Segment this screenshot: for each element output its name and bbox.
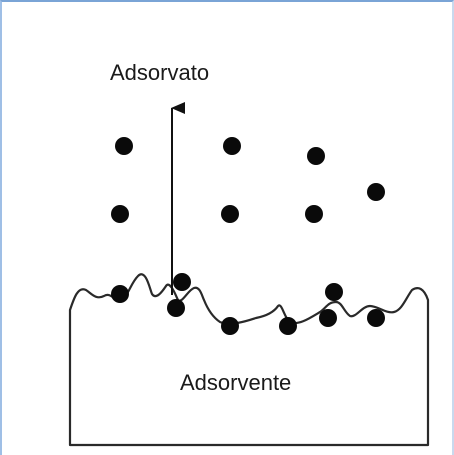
adsorbate-molecule [307,147,325,165]
adsorbed-molecule [279,317,297,335]
adsorbed-molecule [173,273,191,291]
adsorbate-molecule [115,137,133,155]
adsorbed-molecule [319,309,337,327]
adsorbate-molecule [305,205,323,223]
adsorbate-label: Adsorvato [110,60,209,85]
adsorbed-molecule [111,285,129,303]
adsorbed-molecule [367,309,385,327]
adsorbent-label: Adsorvente [180,370,291,395]
adsorbed-molecule [167,299,185,317]
adsorbed-molecule [221,317,239,335]
adsorbate-molecule [221,205,239,223]
adsorbate-molecule [111,205,129,223]
adsorbed-molecule [325,283,343,301]
adsorbate-molecule [367,183,385,201]
adsorbate-molecule [223,137,241,155]
